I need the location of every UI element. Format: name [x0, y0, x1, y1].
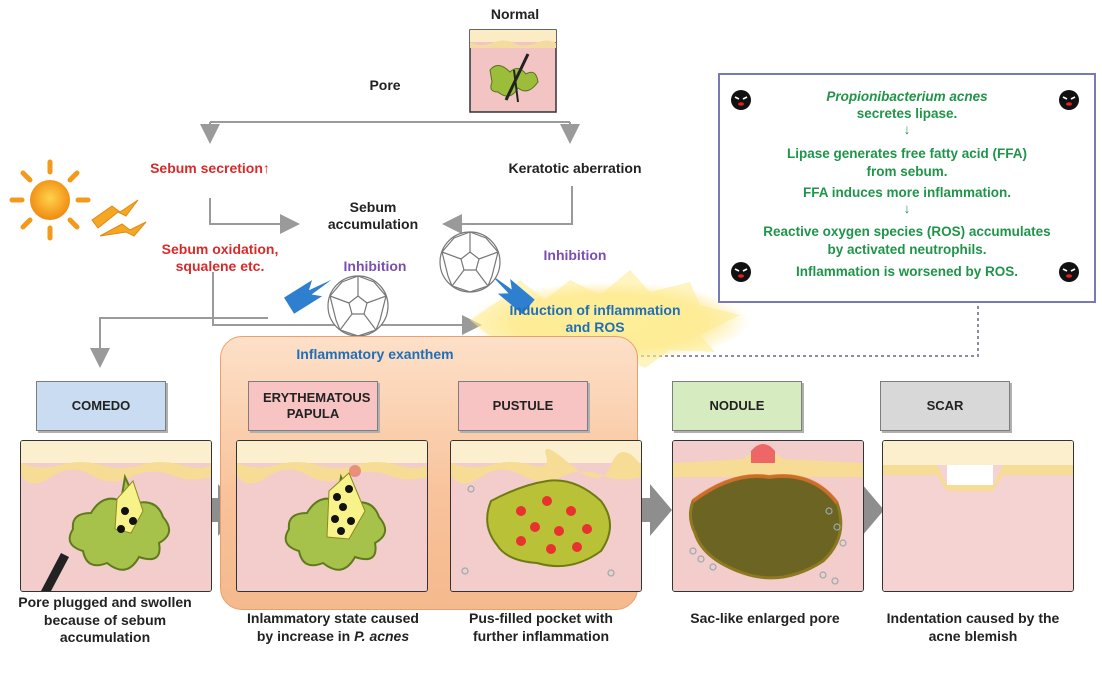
bacteria-face-icon — [1059, 90, 1079, 110]
keratotic-aberration-label: Keratotic aberration — [508, 160, 642, 176]
stage-box-scar: SCAR — [880, 381, 1010, 431]
inhibition-left-label: Inhibition — [343, 258, 407, 274]
papula-skin-image — [236, 440, 428, 592]
info-line-2: secretes lipase. — [856, 106, 958, 121]
normal-skin-image — [469, 29, 557, 113]
stage-box-nodule: NODULE — [672, 381, 802, 431]
pustule-skin-image — [450, 440, 642, 592]
papula-caption: Inlammatory state caused by increase in … — [238, 610, 428, 645]
stage-label: ERYTHEMATOUS PAPULA — [263, 390, 371, 421]
inhibition-arrow-left — [284, 279, 332, 314]
stage-label: COMEDO — [71, 398, 131, 414]
stage-label: SCAR — [926, 398, 964, 414]
stage-label: PUSTULE — [492, 398, 554, 414]
lightning-icon-2 — [99, 221, 147, 237]
stage-arrow-3 — [636, 484, 672, 536]
info-dotted-connector — [596, 300, 979, 366]
sebum-secretion-label: Sebum secretion↑ — [150, 160, 270, 176]
info-line-5: FFA induces more inflammation. — [802, 185, 1012, 200]
pustule-caption: Pus-filled pocket with further inflammat… — [469, 610, 613, 644]
stage-arrow-4 — [848, 484, 884, 536]
stage-box-comedo: COMEDO — [36, 381, 166, 431]
sun-icon — [9, 159, 91, 241]
inhibition-right-label: Inhibition — [543, 247, 607, 263]
info-arrow-1: ↓ — [903, 122, 911, 137]
info-line-3: Lipase generates free fatty acid (FFA) — [786, 146, 1028, 161]
info-line-8: Inflammation is worsened by ROS. — [795, 264, 1019, 279]
scar-caption: Indentation caused by the acne blemish — [886, 610, 1060, 644]
pore-branch-connector — [200, 121, 580, 144]
stage-box-papula: ERYTHEMATOUS PAPULA — [248, 381, 378, 431]
p-acnes-info-box: Propionibacterium acnes secretes lipase.… — [718, 73, 1096, 303]
lightning-icon — [91, 199, 139, 229]
scar-skin-image — [882, 440, 1074, 592]
comedo-caption: Pore plugged and swollen because of sebu… — [18, 594, 192, 645]
comedo-skin-image — [20, 440, 212, 592]
info-line-7: by activated neutrophils. — [827, 242, 987, 257]
info-line-6: Reactive oxygen species (ROS) accumulate… — [763, 224, 1051, 239]
info-line-4: from sebum. — [866, 164, 948, 179]
papula-caption-text: Inlammatory state caused by increase in — [247, 610, 419, 644]
normal-label: Normal — [490, 6, 540, 22]
info-line-1: Propionibacterium acnes — [826, 89, 988, 104]
inflammatory-exanthem-label: Inflammatory exanthem — [296, 346, 454, 362]
nodule-skin-image — [672, 440, 864, 592]
nodule-caption: Sac-like enlarged pore — [690, 610, 840, 626]
pore-label: Pore — [369, 77, 401, 93]
inhibition-arrow-right — [490, 274, 535, 315]
sebum-accumulation-label: Sebum accumulation — [327, 199, 419, 232]
bacteria-face-icon — [731, 262, 751, 282]
induction-label: Induction of inflammation and ROS — [509, 302, 681, 335]
papula-caption-italic: P. acnes — [354, 627, 410, 644]
stage-label: NODULE — [709, 398, 765, 414]
info-arrow-2: ↓ — [903, 201, 911, 216]
stage-box-pustule: PUSTULE — [458, 381, 588, 431]
accumulation-connectors — [90, 186, 573, 368]
fullerene-icon-right — [439, 231, 501, 293]
bacteria-face-icon — [731, 90, 751, 110]
sebum-oxidation-label: Sebum oxidation, squalene etc. — [161, 241, 279, 274]
fullerene-icon-left — [327, 275, 389, 337]
bacteria-face-icon — [1059, 262, 1079, 282]
